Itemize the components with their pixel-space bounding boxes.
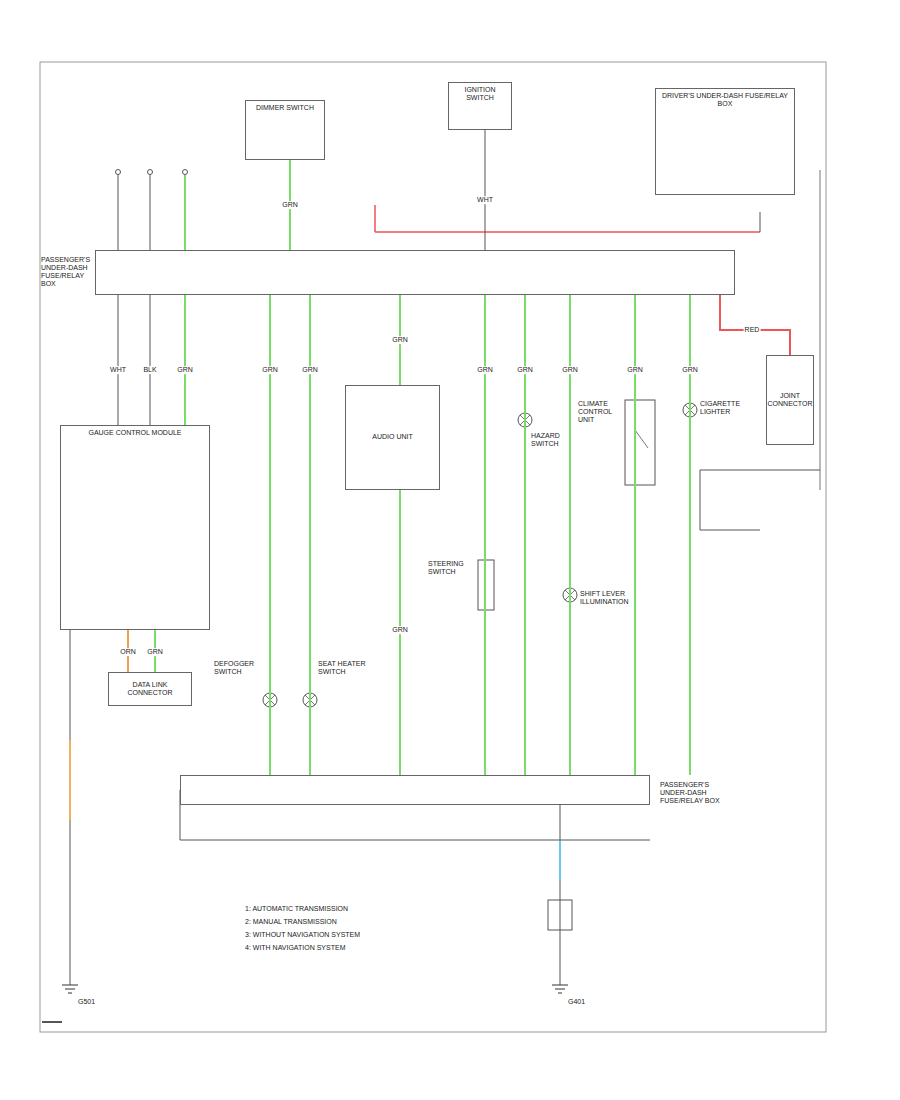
fuse-band: PASSENGER'S UNDER-DASH FUSE/RELAY BOX [95, 250, 735, 295]
node-text: GAUGE CONTROL MODULE [64, 429, 206, 437]
fuse-box: DRIVER'S UNDER-DASH FUSE/RELAY BOX [655, 88, 795, 195]
ground-wire [69, 740, 71, 820]
page-mark [42, 1021, 62, 1023]
wire-connector [720, 295, 790, 355]
green-wire [184, 175, 186, 250]
wire-color: WHT [476, 196, 494, 204]
connector-box: JOINT CONNECTOR [766, 355, 814, 445]
part-label: STEERING SWITCH [428, 560, 474, 576]
fuse-band: PASSENGER'S UNDER-DASH FUSE/RELAY BOX [180, 775, 650, 805]
part-label: G501 [78, 998, 118, 1006]
wire [760, 212, 761, 232]
lamp-symbols [263, 400, 697, 930]
part-label: CLIMATE CONTROL UNIT [578, 400, 622, 424]
wire [700, 470, 701, 530]
wire-color: GRN [176, 366, 194, 374]
wire-color: GRN [261, 366, 279, 374]
wire-connector [118, 295, 119, 425]
lamp-filaments [265, 405, 695, 705]
wire [180, 840, 650, 841]
node-text: DIMMER SWITCH [249, 104, 321, 112]
ground-symbol [62, 985, 568, 993]
page-frame [40, 62, 826, 1032]
node-text: PASSENGER'S UNDER-DASH FUSE/RELAY BOX [41, 256, 93, 288]
wire-connector [184, 295, 186, 425]
red-wire [374, 205, 376, 232]
switch-box: IGNITION SWITCH [448, 82, 512, 130]
ground-wire [559, 840, 561, 880]
wire-color: GRN [516, 366, 534, 374]
wire-color: GRN [561, 366, 579, 374]
ground-wire [70, 630, 71, 985]
wire-color: BLK [142, 366, 157, 374]
connector-box: DATA LINK CONNECTOR [108, 672, 192, 706]
red-wire [375, 231, 760, 233]
wire [700, 530, 760, 531]
part-label: 3: WITHOUT NAVIGATION SYSTEM [245, 931, 445, 939]
part-label: 4: WITH NAVIGATION SYSTEM [245, 944, 445, 952]
part-label: 2: MANUAL TRANSMISSION [245, 918, 445, 926]
node-text: IGNITION SWITCH [452, 86, 508, 102]
wire-color: WHT [109, 366, 127, 374]
node-text: DATA LINK CONNECTOR [112, 681, 188, 697]
supply-stubs [116, 170, 188, 251]
part-label: G401 [568, 998, 608, 1006]
wire-color: GRN [476, 366, 494, 374]
part-label: DEFOGGER SWITCH [214, 660, 264, 676]
node-text: AUDIO UNIT [372, 433, 412, 441]
part-label: SHIFT LEVER ILLUMINATION [580, 590, 630, 606]
wire [700, 470, 820, 471]
wire-color: GRN [626, 366, 644, 374]
part-label: HAZARD SWITCH [531, 432, 565, 448]
part-label: 1: AUTOMATIC TRANSMISSION [245, 905, 445, 913]
wire-color: GRN [391, 626, 409, 634]
wire-color: RED [744, 326, 761, 334]
wire-connector [150, 295, 151, 425]
part-label: CIGARETTE LIGHTER [700, 400, 762, 416]
ground-wire [560, 805, 561, 985]
wire-color: GRN [301, 366, 319, 374]
module-box: AUDIO UNIT [345, 385, 440, 490]
wire-connector [485, 130, 486, 250]
switch-box: DIMMER SWITCH [245, 100, 325, 160]
node-text: JOINT CONNECTOR [768, 392, 813, 408]
node-text: DRIVER'S UNDER-DASH FUSE/RELAY BOX [659, 92, 791, 108]
wire-color: ORN [119, 648, 137, 656]
module-box: GAUGE CONTROL MODULE [60, 425, 210, 630]
wire-color: GRN [281, 201, 299, 209]
wire [820, 170, 821, 490]
node-text: PASSENGER'S UNDER-DASH FUSE/RELAY BOX [660, 781, 726, 805]
wire-color: GRN [391, 336, 409, 344]
wire-color: GRN [146, 648, 164, 656]
part-label: SEAT HEATER SWITCH [318, 660, 388, 676]
wire-color: GRN [681, 366, 699, 374]
